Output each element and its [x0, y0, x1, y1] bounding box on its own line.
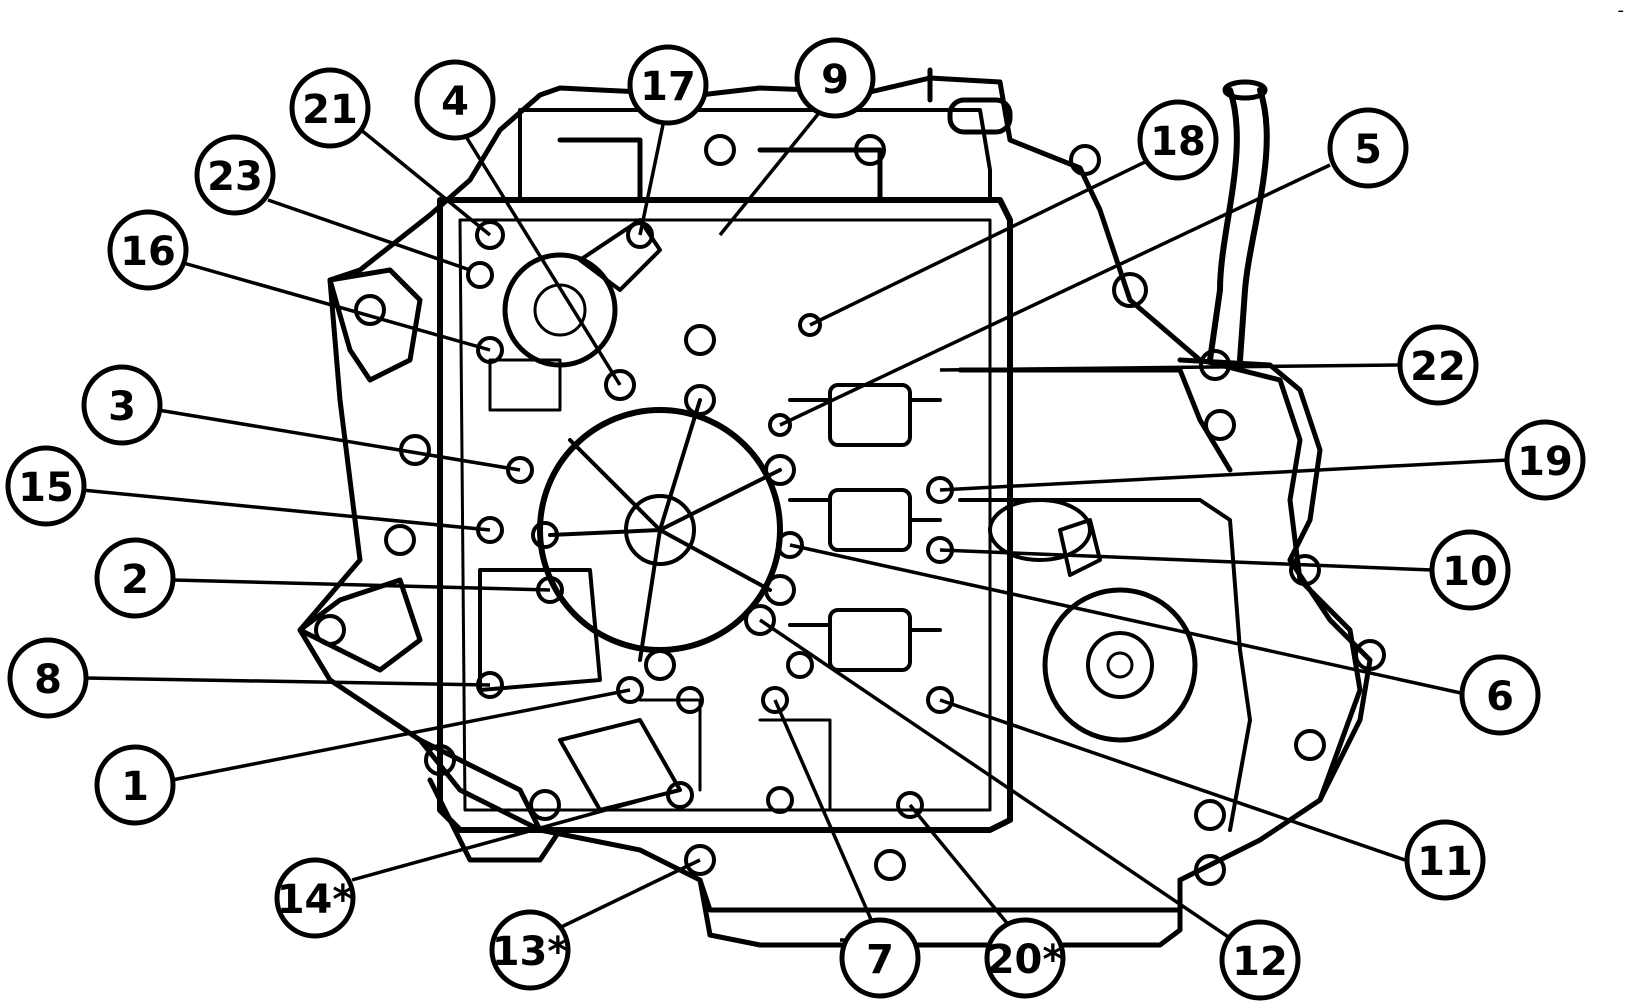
callout-18: 18	[1137, 99, 1219, 181]
corner-mark: -	[1617, 0, 1625, 21]
callout-1-label: 1	[121, 764, 149, 810]
callout-7-label: 7	[866, 937, 894, 983]
callout-6: 6	[1459, 654, 1541, 736]
callout-3: 3	[81, 364, 163, 446]
callout-23-label: 23	[207, 154, 263, 200]
callout-17-label: 17	[640, 64, 696, 110]
callout-18-label: 18	[1150, 119, 1206, 165]
callout-1: 1	[94, 744, 176, 826]
callout-16: 16	[107, 209, 189, 291]
callout-5: 5	[1327, 107, 1409, 189]
bolt-heads	[314, 134, 1386, 886]
callout-19-label: 19	[1517, 439, 1573, 485]
callout-6-label: 6	[1486, 674, 1514, 720]
callout-16-label: 16	[120, 229, 176, 275]
callout-4-label: 4	[441, 79, 469, 125]
callout-23: 23	[194, 134, 276, 216]
callout-7: 7	[839, 917, 921, 999]
callout-13: 13*	[489, 909, 571, 991]
callout-9-label: 9	[821, 57, 849, 103]
callout-22: 22	[1397, 324, 1479, 406]
callout-2-label: 2	[121, 557, 149, 603]
callout-14: 14*	[274, 857, 356, 939]
callout-15: 15	[5, 445, 87, 527]
callout-21-label: 21	[302, 87, 358, 133]
callout-19: 19	[1504, 419, 1586, 501]
callout-22-label: 22	[1410, 344, 1466, 390]
callout-21: 21	[289, 67, 371, 149]
callouts: 21 4 17 9 18 5 23 16	[5, 37, 1586, 1001]
callout-15-label: 15	[18, 465, 74, 511]
callout-11: 11	[1404, 819, 1486, 901]
transaxle-housing-drawing	[297, 67, 1373, 948]
callout-4: 4	[414, 59, 496, 141]
callout-8-label: 8	[34, 657, 62, 703]
callout-5-label: 5	[1354, 127, 1382, 173]
callout-9: 9	[794, 37, 876, 119]
leader-lines	[81, 106, 1509, 957]
callout-8: 8	[7, 637, 89, 719]
callout-12-label: 12	[1232, 939, 1288, 985]
callout-3-label: 3	[108, 384, 136, 430]
callout-17: 17	[627, 44, 709, 126]
callout-13-label: 13*	[492, 929, 569, 975]
callout-10: 10	[1429, 529, 1511, 611]
callout-20: 20*	[984, 917, 1066, 999]
callout-11-label: 11	[1417, 839, 1473, 885]
callout-20-label: 20*	[987, 937, 1064, 983]
callout-14-label: 14*	[277, 877, 354, 923]
callout-2: 2	[94, 537, 176, 619]
callout-12: 12	[1219, 919, 1301, 1001]
callout-10-label: 10	[1442, 549, 1498, 595]
